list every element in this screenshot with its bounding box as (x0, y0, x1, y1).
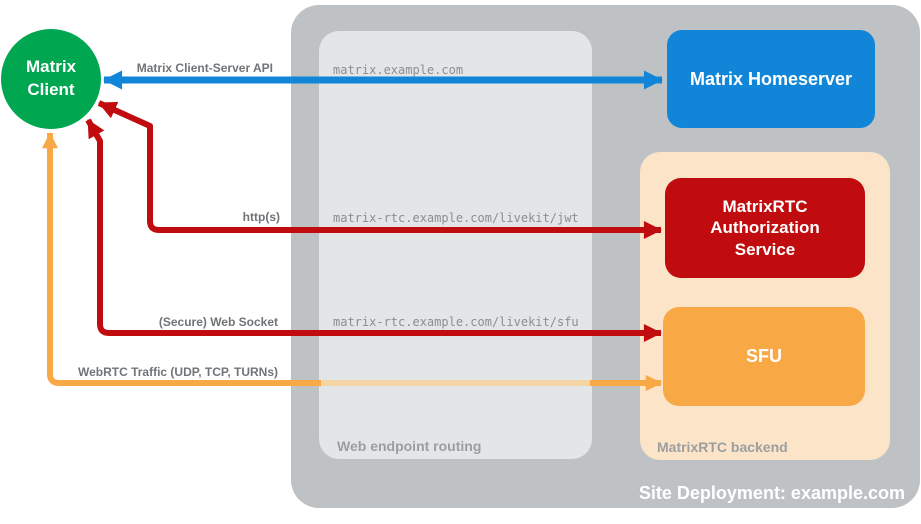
matrix-homeserver-label: Matrix Homeserver (689, 68, 853, 89)
arrow-label-webrtc-traffic: WebRTC Traffic (UDP, TCP, TURNs) (77, 365, 278, 379)
matrix-client-node: Matrix Client (1, 29, 101, 129)
arrow-label-web-socket: (Secure) Web Socket (158, 315, 278, 329)
endpoint-matrix-example-com: matrix.example.com (333, 63, 464, 77)
arrow-label-client-server-api: Matrix Client-Server API (136, 61, 273, 75)
endpoint-livekit-jwt: matrix-rtc.example.com/livekit/jwt (333, 211, 579, 225)
matrix-client-label: Matrix Client (25, 57, 77, 99)
arrow-webrtc-traffic (42, 132, 321, 386)
matrixrtc-auth-service-node: MatrixRTC Authorization Service (665, 178, 865, 278)
web-endpoint-routing-label: Web endpoint routing (337, 438, 482, 454)
matrix-homeserver-node: Matrix Homeserver (667, 30, 875, 128)
arrow-label-https: http(s) (242, 210, 280, 224)
sfu-node: SFU (663, 307, 865, 406)
sfu-label: SFU (746, 346, 782, 366)
matrixrtc-backend-label: MatrixRTC backend (657, 439, 788, 455)
site-deployment-label: Site Deployment: example.com (638, 483, 905, 503)
web-endpoint-routing-container (319, 31, 592, 459)
matrixrtc-auth-service-label: MatrixRTC Authorization Service (710, 197, 820, 259)
endpoint-livekit-sfu: matrix-rtc.example.com/livekit/sfu (333, 315, 579, 329)
